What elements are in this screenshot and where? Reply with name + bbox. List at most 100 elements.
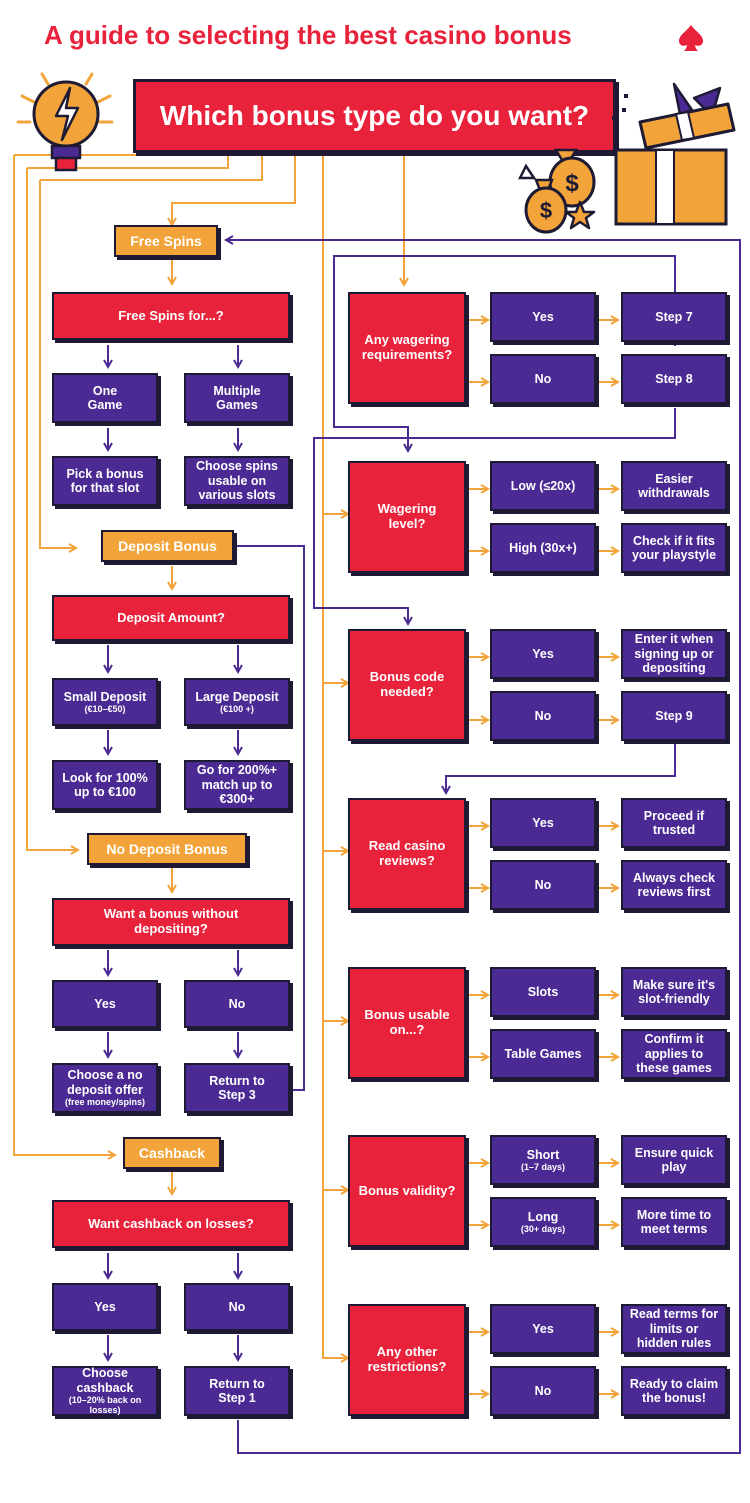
lightbulb-icon (16, 72, 114, 172)
step-question: Any other restrictions? (348, 1304, 466, 1416)
step-result-second: Step 9 (621, 691, 727, 741)
svg-text:$: $ (540, 198, 552, 223)
step-option-label: Long (527, 1209, 559, 1224)
step-option-first: Yes (490, 629, 596, 679)
step-result-second: Always check reviews first (621, 860, 727, 910)
step-result-second: Step 8 (621, 354, 727, 404)
step-result-label: Read terms for limits or hidden rules (629, 1307, 719, 1351)
step-question: Bonus code needed? (348, 629, 466, 741)
step-option-label: Yes (532, 1321, 554, 1336)
deposit-bonus-label: Deposit Bonus (101, 530, 234, 562)
no-deposit-result-yes-note: (free money/spins) (64, 1097, 146, 1108)
cashback-option-no: No (184, 1283, 290, 1331)
step-option-label: High (30x+) (509, 540, 577, 555)
cashback-result-yes-note: (10–20% back on losses) (68, 1395, 142, 1416)
step-result-label: More time to meet terms (636, 1207, 712, 1236)
cashback-result-yes-label: Choose cashback (76, 1366, 134, 1395)
deposit-result-large: Go for 200%+ match up to €300+ (184, 760, 290, 810)
step-result-label: Ensure quick play (634, 1145, 714, 1174)
deposit-option-large: Large Deposit (€100 +) (184, 678, 290, 726)
free-spins-option-one-game: One Game (52, 373, 158, 423)
deposit-option-small-label: Small Deposit (63, 689, 147, 704)
deposit-result-small: Look for 100% up to €100 (52, 760, 158, 810)
step-question-label: Wagering level? (377, 501, 437, 531)
step-result-second: Check if it fits your playstyle (621, 523, 727, 573)
step-option-label: No (534, 371, 552, 386)
cashback-result-no: Return to Step 1 (184, 1366, 290, 1416)
no-deposit-question: Want a bonus without depositing? (52, 898, 290, 946)
step-result-label: Confirm it applies to these games (636, 1032, 712, 1076)
step-result-first: Proceed if trusted (621, 798, 727, 848)
step-question: Any wagering requirements? (348, 292, 466, 404)
gift-box-icon (612, 82, 736, 226)
no-deposit-result-no: Return to Step 3 (184, 1063, 290, 1113)
step-question-label: Read casino reviews? (368, 838, 446, 868)
step-option-second: High (30x+) (490, 523, 596, 573)
step-result-first: Step 7 (621, 292, 727, 342)
step-option-second: Long(30+ days) (490, 1197, 596, 1247)
step-option-second: Table Games (490, 1029, 596, 1079)
cashback-option-yes: Yes (52, 1283, 158, 1331)
step-option-second: No (490, 354, 596, 404)
step-option-second: No (490, 860, 596, 910)
step-option-first: Yes (490, 292, 596, 342)
step-question-label: Bonus code needed? (369, 669, 445, 699)
step-option-label: Table Games (504, 1046, 582, 1061)
no-deposit-option-yes: Yes (52, 980, 158, 1028)
step-question: Bonus usable on...? (348, 967, 466, 1079)
step-result-label: Step 8 (655, 371, 693, 386)
free-spins-result-one-game: Pick a bonus for that slot (52, 456, 158, 506)
step-result-first: Ensure quick play (621, 1135, 727, 1185)
no-deposit-result-yes-label: Choose a no deposit offer (67, 1068, 143, 1097)
step-question-label: Bonus usable on...? (364, 1007, 450, 1037)
no-deposit-result-yes: Choose a no deposit offer (free money/sp… (52, 1063, 158, 1113)
step-question: Read casino reviews? (348, 798, 466, 910)
cashback-label: Cashback (123, 1137, 221, 1169)
step-result-label: Check if it fits your playstyle (631, 533, 717, 562)
spade-icon (679, 25, 703, 51)
step-option-label: Low (≤20x) (510, 478, 576, 493)
svg-text:$: $ (565, 170, 579, 197)
step-option-label: Yes (532, 646, 554, 661)
step-option-label: Yes (532, 815, 554, 830)
step-option-label: No (534, 1383, 552, 1398)
step-option-first: Low (≤20x) (490, 461, 596, 511)
step-result-second: More time to meet terms (621, 1197, 727, 1247)
step-option-first: Short(1–7 days) (490, 1135, 596, 1185)
deposit-option-small: Small Deposit (€10–€50) (52, 678, 158, 726)
step-result-label: Make sure it's slot-friendly (632, 977, 716, 1006)
step-question-label: Bonus validity? (358, 1182, 456, 1198)
step-option-second: No (490, 691, 596, 741)
step-option-label: Slots (527, 984, 559, 999)
step-question: Bonus validity? (348, 1135, 466, 1247)
step-result-second: Confirm it applies to these games (621, 1029, 727, 1079)
top-question: Which bonus type do you want? (133, 79, 616, 153)
step-option-first: Yes (490, 798, 596, 848)
step-result-first: Make sure it's slot-friendly (621, 967, 727, 1017)
step-option-first: Slots (490, 967, 596, 1017)
money-bags-icon: $ $ (517, 148, 596, 234)
step-question: Wagering level? (348, 461, 466, 573)
step-result-label: Proceed if trusted (643, 808, 705, 837)
cashback-question: Want cashback on losses? (52, 1200, 290, 1248)
free-spins-option-multiple-games: Multiple Games (184, 373, 290, 423)
step-option-first: Yes (490, 1304, 596, 1354)
page-title: A guide to selecting the best casino bon… (44, 20, 572, 50)
step-result-second: Ready to claim the bonus! (621, 1366, 727, 1416)
free-spins-result-multiple-games: Choose spins usable on various slots (184, 456, 290, 506)
deposit-option-small-range: (€10–€50) (84, 704, 126, 715)
step-option-second: No (490, 1366, 596, 1416)
no-deposit-option-no: No (184, 980, 290, 1028)
step-result-label: Step 9 (655, 708, 693, 723)
step-result-label: Ready to claim the bonus! (629, 1376, 719, 1405)
step-option-label: No (534, 877, 552, 892)
step-option-label: Short (526, 1147, 560, 1162)
step-result-label: Easier withdrawals (638, 471, 710, 500)
cashback-result-yes: Choose cashback (10–20% back on losses) (52, 1366, 158, 1416)
step-question-label: Any other restrictions? (367, 1344, 447, 1374)
step-result-first: Enter it when signing up or depositing (621, 629, 727, 679)
deposit-option-large-range: (€100 +) (220, 704, 254, 715)
step-option-label: Yes (532, 309, 554, 324)
